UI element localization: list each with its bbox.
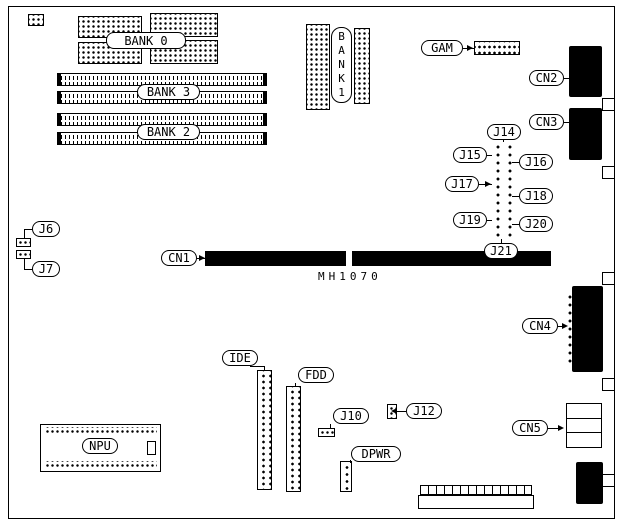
label-gam: GAM [421,40,463,56]
npu-socket-notch [147,441,156,455]
pointer-line [24,229,32,230]
pointer-line [512,224,519,225]
mounting-tab [602,272,615,285]
board-model-text: MH1070 [318,270,382,283]
label-j21: J21 [484,243,518,259]
label-j12: J12 [406,403,442,419]
label-bank0: BANK 0 [106,32,186,49]
dip-chip [28,14,44,26]
label-j10: J10 [333,408,369,424]
arrowhead [562,323,568,329]
label-bank2: BANK 2 [137,124,200,140]
label-j17: J17 [445,176,479,192]
label-fdd: FDD [298,367,334,383]
label-j15: J15 [453,147,487,163]
jumper-block [504,141,512,239]
label-j6: J6 [32,221,60,237]
power-connector-bar [418,495,534,509]
pointer-line [350,460,351,463]
pointer-line [548,428,560,429]
isa-slot-1 [205,251,346,266]
pointer-line [503,139,504,142]
cn4-pins [564,291,572,367]
pointer-line [564,78,569,79]
pointer-line [24,269,32,270]
label-cn5: CN5 [512,420,548,436]
label-npu: NPU [82,438,118,454]
cn4-connector [572,286,603,372]
pointer-line [487,220,492,221]
arrowhead [199,255,205,261]
cn5-connector-detail [567,418,601,419]
cn5-connector [566,403,602,448]
j6-jumper [16,238,31,247]
label-j16: J16 [519,154,553,170]
pointer-line [501,239,502,243]
dpwr-connector [340,461,352,492]
pointer-line [487,155,492,156]
mounting-tab [602,474,615,487]
ide-header [257,370,272,490]
jumper-block [492,141,500,239]
aux-connector [576,462,603,504]
gam-header [474,41,520,55]
pointer-line [512,162,519,163]
isa-slot-2 [352,251,551,266]
pointer-line [330,424,331,429]
label-cn3: CN3 [529,114,564,130]
board-outline [8,6,615,519]
pointer-line [24,229,25,239]
label-j18: J18 [519,188,553,204]
label-ide: IDE [222,350,258,366]
cn2-connector [569,46,602,97]
label-j19: J19 [453,212,487,228]
label-bank1: BANK1 [331,27,352,103]
npu-socket [40,424,161,472]
mounting-tab [602,166,615,179]
mounting-tab [602,98,615,111]
j10-jumper [318,428,335,437]
pointer-line [564,122,569,123]
cn3-connector [569,108,602,160]
label-j14: J14 [487,124,521,140]
pointer-line [558,326,565,327]
dip-chip [306,24,330,110]
fdd-header [286,386,301,492]
label-bank3: BANK 3 [137,84,200,100]
mounting-tab [602,378,615,391]
pointer-line [24,259,25,269]
j7-jumper [16,250,31,259]
arrowhead [558,425,564,431]
arrowhead [485,181,491,187]
arrowhead [391,408,397,414]
label-j20: J20 [519,216,553,232]
pointer-line [512,196,519,197]
label-cn2: CN2 [529,70,564,86]
pointer-line [264,366,265,371]
power-connector-cells [420,485,532,495]
arrowhead [467,45,473,51]
label-cn1: CN1 [161,250,197,266]
dip-chip [354,28,370,104]
pointer-line [397,411,406,412]
label-dpwr: DPWR [351,446,401,462]
pointer-line [250,366,264,367]
label-cn4: CN4 [522,318,558,334]
label-j7: J7 [32,261,60,277]
pointer-line [295,383,296,387]
cn5-connector-detail [567,432,601,433]
